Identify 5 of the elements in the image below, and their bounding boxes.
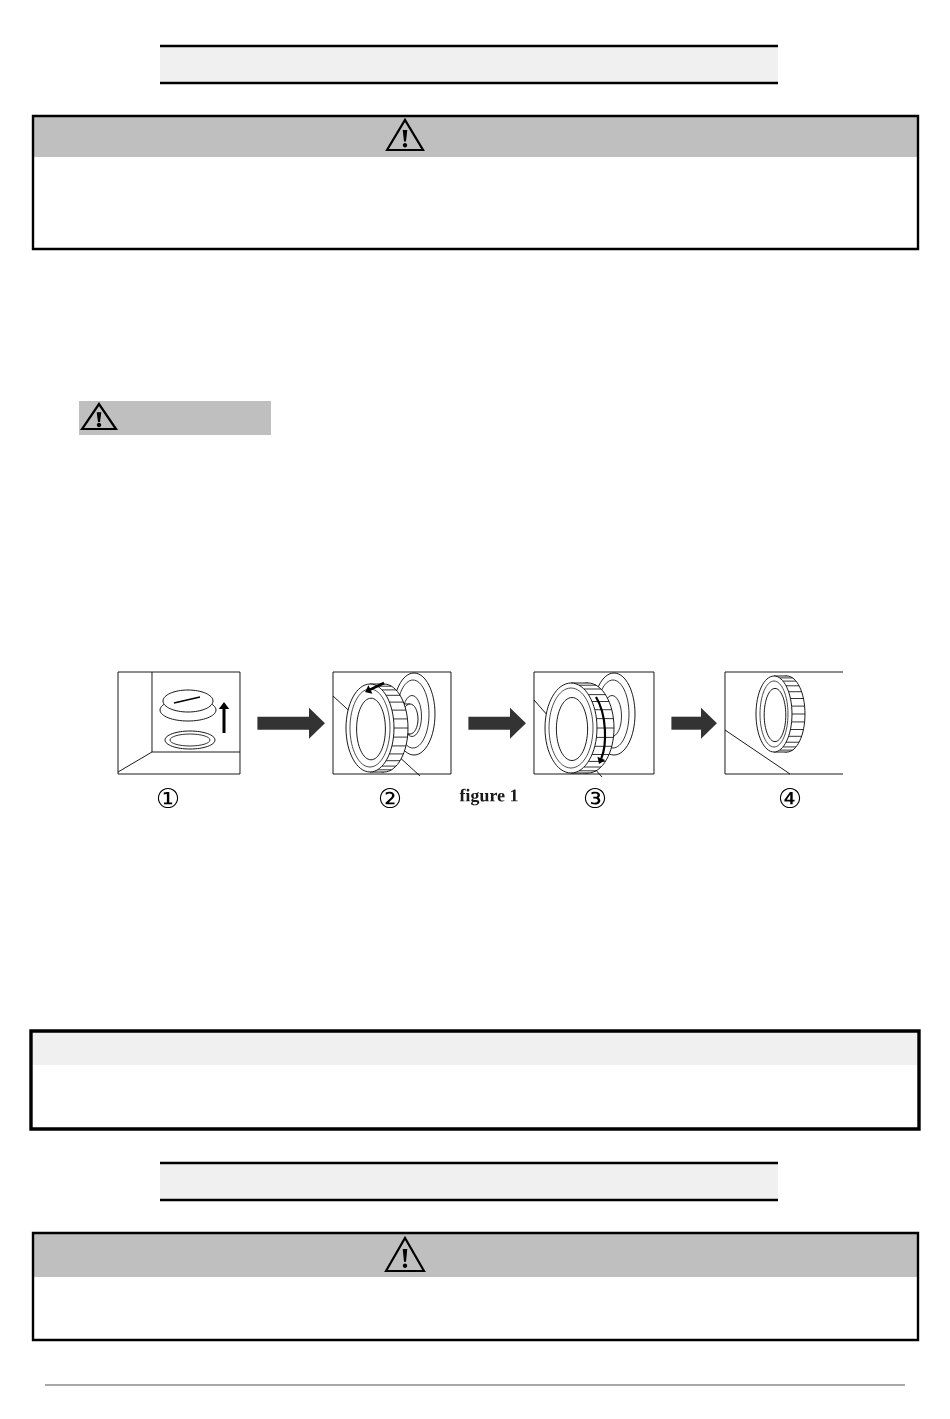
figure-caption: figure 1 [459,788,518,806]
step-number: ③ [584,787,606,809]
step-number: ① [157,787,179,809]
step-number: ② [379,787,401,809]
step-number: ④ [779,787,801,809]
